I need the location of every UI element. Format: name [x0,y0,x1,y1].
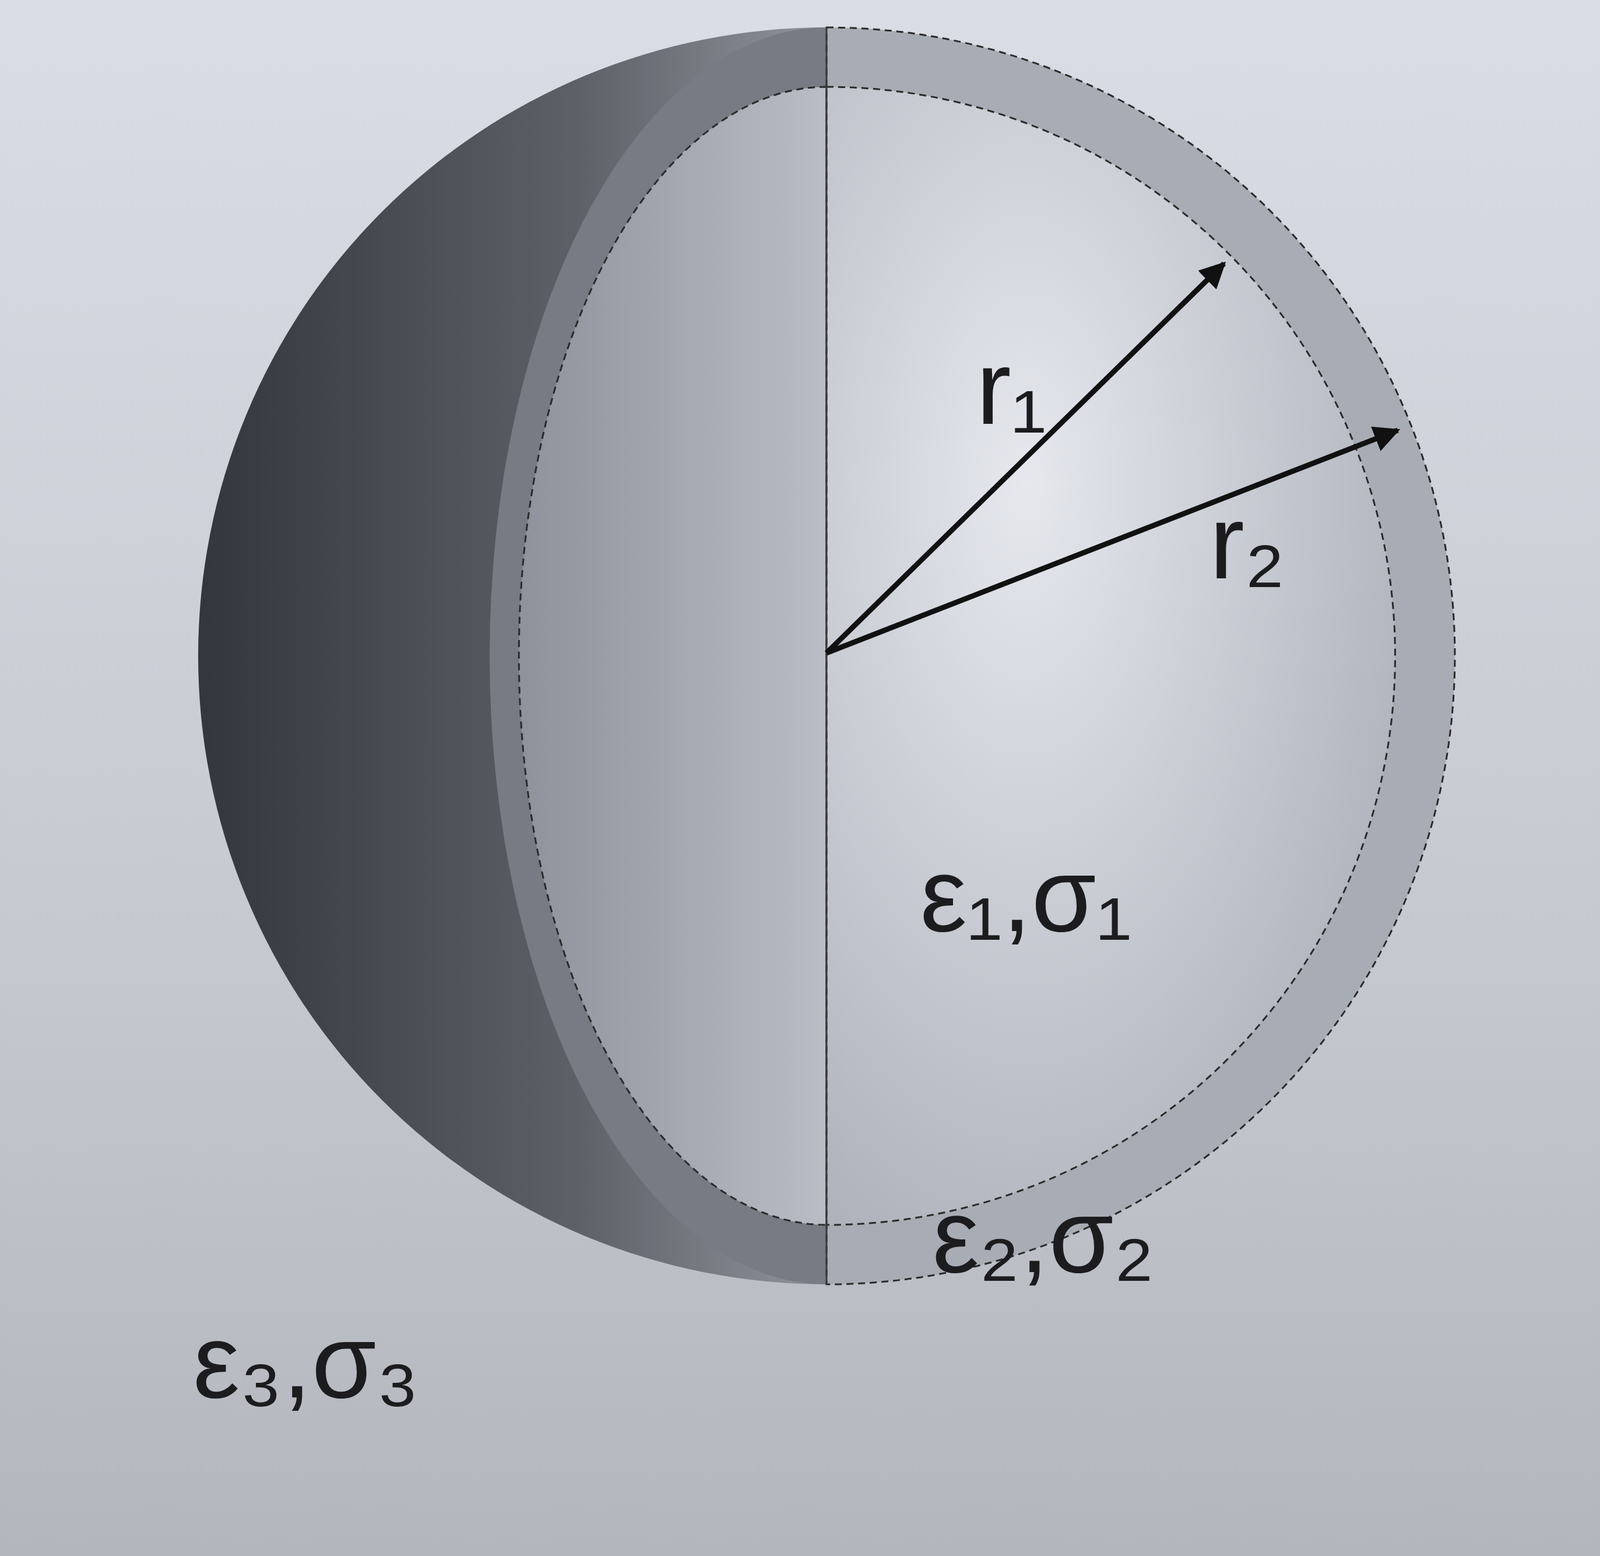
radius-label: r₁ [976,335,1047,441]
material-label: ε₃,σ₃ [192,1308,420,1414]
cut-line [825,27,828,1285]
material-label: ε₂,σ₂ [932,1183,1155,1289]
outer-surface [198,27,827,1285]
shell-cut-left [489,27,827,1285]
core-cut-right [826,86,1396,1225]
radius-arrow [826,263,1225,653]
radius-arrow [826,430,1398,653]
radius-label: r₂ [1209,489,1286,595]
core-cut-left [518,86,827,1225]
shell-cut-right [826,27,1455,1285]
material-label: ε₁,σ₁ [920,842,1132,948]
